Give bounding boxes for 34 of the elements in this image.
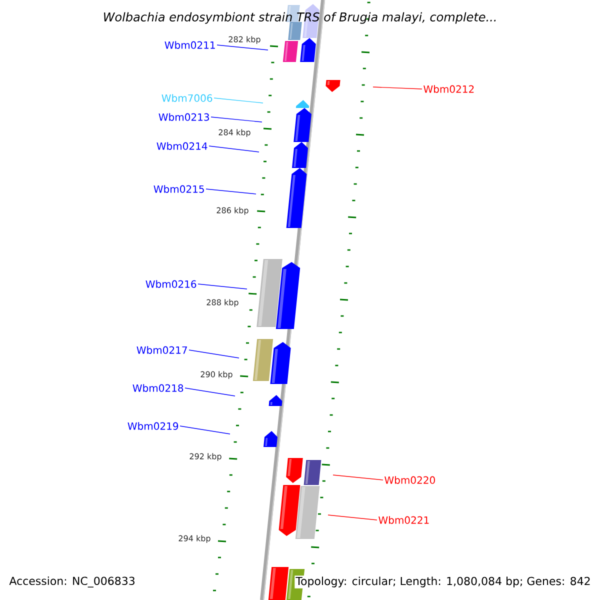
leader-line [188, 350, 240, 358]
scale-label: 286 kbp [216, 207, 248, 215]
gene-label: Wbm7006 [162, 94, 212, 102]
leader-line [184, 388, 236, 396]
title: Wolbachia endosymbiont strain TRS of Brugia malayi, complete... [104, 12, 496, 24]
gene-label: Wbm0215 [154, 185, 204, 193]
leader-line [206, 188, 256, 194]
leader-line [372, 86, 422, 90]
leader-line [332, 474, 384, 480]
gene-label: Wbm0212 [424, 85, 474, 93]
leader-line [328, 514, 378, 520]
scale-label: 294 kbp [178, 535, 210, 543]
leader-line [208, 146, 260, 152]
gene-label: Wbm0211 [164, 41, 215, 49]
scale-label: 288 kbp [206, 299, 238, 307]
leader-line [180, 426, 230, 434]
leader-line [198, 284, 248, 290]
gene-label: Wbm0218 [132, 384, 184, 392]
gene-label: Wbm0221 [378, 516, 429, 524]
gene-label: Wbm0220 [384, 476, 435, 484]
leader-line [210, 116, 262, 122]
accession-text: Accession: NC_006833 [8, 576, 136, 588]
gene-label: Wbm0217 [136, 346, 187, 354]
gene-label: Wbm0213 [158, 113, 209, 121]
scale-label: 292 kbp [190, 453, 222, 461]
gene-label: Wbm0216 [146, 280, 196, 288]
gene-label: Wbm0214 [156, 142, 208, 150]
scale-label: 284 kbp [218, 129, 250, 137]
summary-text: Topology: circular; Length: 1,080,084 bp; Genes: 842 [294, 576, 592, 588]
leader-line [216, 44, 268, 50]
scale-label: 290 kbp [200, 371, 232, 379]
leader-line [214, 98, 264, 104]
scale-label: 282 kbp [228, 36, 260, 44]
gene-label: Wbm0219 [128, 422, 178, 430]
